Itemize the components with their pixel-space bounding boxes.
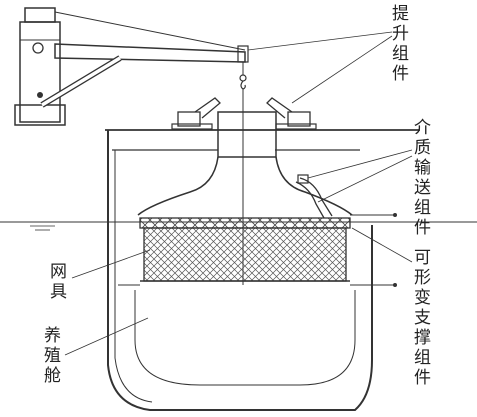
deck-winch-left [171,97,221,130]
label-char: 养 [44,326,61,346]
label-char: 质 [414,138,431,158]
deck [105,129,420,151]
label-medium-delivery-assembly: 介 质 输 送 组 件 [414,118,431,238]
label-char: 件 [414,368,431,388]
net-cage [139,217,351,282]
label-char: 可 [414,248,431,268]
waterline-markers [30,225,55,231]
label-net: 网 具 [50,262,67,302]
label-char: 件 [392,64,409,84]
label-char: 舱 [44,366,61,386]
medium-pipes [295,174,333,219]
label-char: 形 [414,268,431,288]
label-char: 提 [392,4,409,24]
inner-hull [114,150,153,403]
label-char: 具 [50,282,67,302]
label-char: 支 [414,308,431,328]
label-char: 撑 [414,328,431,348]
central-trunk [137,111,353,216]
label-char: 殖 [44,346,61,366]
label-aquaculture-cabin: 养 殖 舱 [44,326,61,386]
label-char: 组 [414,198,431,218]
label-char: 件 [414,218,431,238]
label-char: 送 [414,178,431,198]
side-supports [118,213,397,287]
label-char: 升 [392,24,409,44]
deck-winch-right [266,97,317,130]
crane-boom [40,11,249,108]
label-char: 变 [414,288,431,308]
label-deformable-support-assembly: 可 形 变 支 撑 组 件 [414,248,431,388]
crane-mast [14,7,66,126]
label-char: 网 [50,262,67,282]
leader-lines [64,31,413,356]
label-char: 输 [414,158,431,178]
label-char: 介 [414,118,431,138]
ship-hull [107,130,373,411]
label-char: 组 [414,348,431,368]
cabin-bottom [134,290,356,386]
label-lifting-assembly: 提 升 组 件 [392,4,409,84]
label-char: 组 [392,44,409,64]
